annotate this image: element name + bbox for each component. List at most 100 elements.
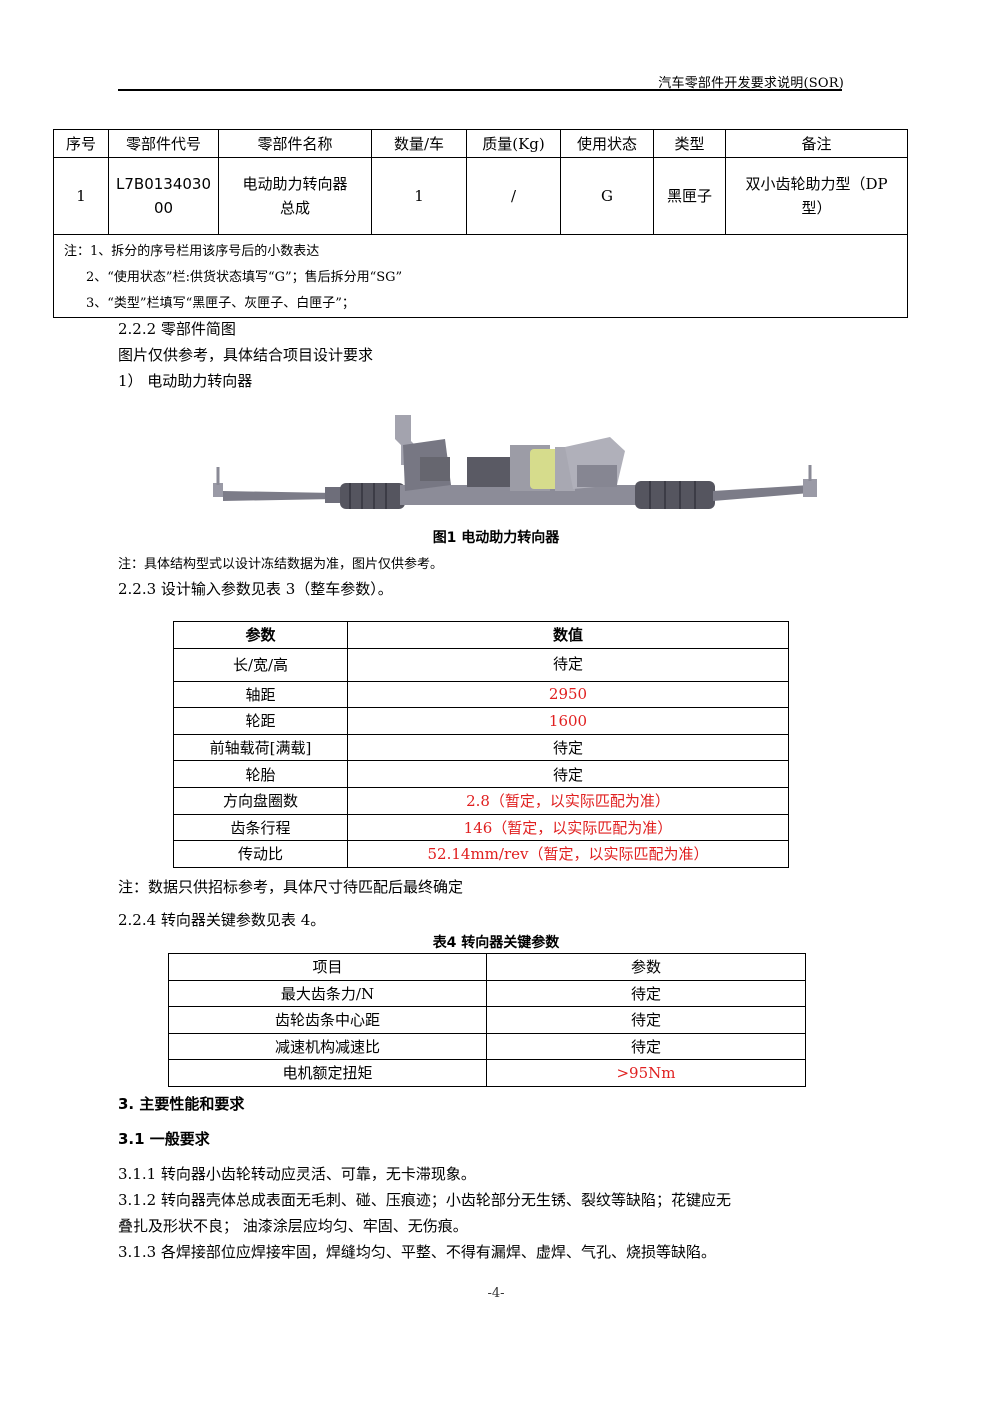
param-cell: 方向盘圈数 [173, 786, 348, 815]
col-header-no: 序号 [53, 129, 109, 158]
pinion-housing [395, 415, 451, 491]
table-row: 减速机构减速比 待定 [168, 1032, 806, 1060]
value-cell: 待定 [486, 1032, 806, 1060]
item-cell: 电机额定扭矩 [168, 1059, 487, 1087]
value-cell: 待定 [486, 1006, 806, 1034]
section-2-2-2-heading: 2.2.2 零部件简图 [118, 320, 236, 338]
parts-table-header-row: 序号 零部件代号 零部件名称 数量/车 质量(Kg) 使用状态 类型 备注 [53, 129, 908, 158]
assist-gearbox [565, 437, 625, 489]
section-3-1-3: 3.1.3 各焊接部位应焊接牢固，焊缝均匀、平整、不得有漏焊、虚焊、气孔、烧损等… [118, 1243, 716, 1261]
header-rule [118, 89, 842, 91]
parts-table-notes: 注：1、拆分的序号栏用该序号后的小数表达 2、“使用状态”栏:供货状态填写“G”… [53, 234, 908, 318]
section-2-2-3-heading: 2.2.3 设计输入参数见表 3（整车参数）。 [118, 580, 393, 598]
section-2-2-4-heading: 2.2.4 转向器关键参数见表 4。 [118, 911, 326, 929]
figure-note: 注：具体结构型式以设计冻结数据为准，图片仅供参考。 [118, 557, 444, 572]
value-cell: 待定 [486, 979, 806, 1007]
table-row: 最大齿条力/N 待定 [168, 979, 806, 1007]
param-cell: 长/宽/高 [173, 647, 348, 682]
section-2-2-2-line1: 图片仅供参考，具体结合项目设计要求 [118, 346, 374, 364]
col-header-name: 零部件名称 [218, 129, 372, 158]
document-header-title: 汽车零部件开发要求说明(SOR) [658, 76, 844, 91]
cell-code: L7B0134030 00 [108, 157, 219, 235]
param-cell: 轮距 [173, 707, 348, 735]
cell-state: G [560, 157, 654, 235]
value-cell: 52.14mm/rev（暂定，以实际匹配为准） [347, 840, 789, 868]
value-cell: >95Nm [486, 1059, 806, 1087]
item-cell: 减速机构减速比 [168, 1032, 487, 1060]
param-cell: 轴距 [173, 680, 348, 709]
motor [467, 445, 575, 491]
cell-remark-line1: 双小齿轮助力型（DP [745, 175, 888, 193]
steering-table-header-row: 项目 参数 [168, 953, 806, 981]
cell-code-line1: L7B0134030 [116, 175, 211, 193]
table-row: 轮距 1600 [173, 707, 789, 735]
parts-table-notes-row: 注：1、拆分的序号栏用该序号后的小数表达 2、“使用状态”栏:供货状态填写“G”… [53, 234, 908, 318]
cell-name-line1: 电动助力转向器 [242, 175, 348, 193]
col-header-code: 零部件代号 [108, 129, 219, 158]
col-header-value: 数值 [347, 621, 789, 649]
steering-gear-figure [213, 415, 817, 509]
table-row: 齿条行程 146（暂定，以实际匹配为准） [173, 813, 789, 842]
vehicle-table-header-row: 参数 数值 [173, 621, 789, 649]
section-3-1-heading: 3.1 一般要求 [118, 1130, 210, 1148]
value-cell: 1600 [347, 707, 789, 735]
col-header-qty: 数量/车 [371, 129, 467, 158]
param-cell: 轮胎 [173, 760, 348, 788]
value-cell: 146（暂定，以实际匹配为准） [347, 813, 789, 842]
parts-table: 序号 零部件代号 零部件名称 数量/车 质量(Kg) 使用状态 类型 备注 1 … [53, 129, 908, 318]
table-row: 1 L7B0134030 00 电动助力转向器 总成 1 / G 黑匣子 双小齿… [53, 157, 908, 235]
section-3-heading: 3. 主要性能和要求 [118, 1095, 245, 1113]
value-cell: 2.8（暂定，以实际匹配为准） [347, 786, 789, 815]
page-number: -4- [487, 1286, 505, 1301]
value-cell: 待定 [347, 647, 789, 682]
table-row: 长/宽/高 待定 [173, 647, 789, 682]
col-header-item: 项目 [168, 953, 487, 981]
left-bellows [340, 483, 405, 509]
figure-caption: 图1 电动助力转向器 [432, 530, 560, 546]
left-tie-rod [213, 467, 343, 503]
cell-mass: / [466, 157, 561, 235]
table-row: 齿轮齿条中心距 待定 [168, 1006, 806, 1034]
value-cell: 待定 [347, 760, 789, 788]
param-cell: 前轴载荷[满载] [173, 733, 348, 762]
table-row: 轮胎 待定 [173, 760, 789, 788]
section-2-2-2-line2: 1） 电动助力转向器 [118, 372, 253, 390]
cell-code-line2: 00 [153, 199, 174, 217]
value-cell: 待定 [347, 733, 789, 762]
col-header-state: 使用状态 [560, 129, 654, 158]
item-cell: 最大齿条力/N [168, 979, 487, 1007]
vehicle-params-table: 参数 数值 长/宽/高 待定 轴距 2950 轮距 1600 前轴载荷[满载] … [173, 621, 789, 868]
col-header-mass: 质量(Kg) [466, 129, 561, 158]
col-header-param: 参数 [486, 953, 806, 981]
param-cell: 传动比 [173, 840, 348, 868]
cell-no: 1 [53, 157, 109, 235]
table-row: 方向盘圈数 2.8（暂定，以实际匹配为准） [173, 786, 789, 815]
col-header-param: 参数 [173, 621, 348, 649]
cell-type: 黑匣子 [653, 157, 726, 235]
cell-remark: 双小齿轮助力型（DP 型） [725, 157, 908, 235]
rack-housing [400, 485, 645, 505]
item-cell: 齿轮齿条中心距 [168, 1006, 487, 1034]
right-tie-rod [713, 465, 817, 501]
col-header-type: 类型 [653, 129, 726, 158]
section-3-1-2-line1: 3.1.2 转向器壳体总成表面无毛刺、碰、压痕迹；小齿轮部分无生锈、裂纹等缺陷；… [118, 1191, 731, 1209]
vehicle-table-note: 注：数据只供招标参考，具体尺寸待匹配后最终确定 [118, 878, 464, 896]
table-row: 传动比 52.14mm/rev（暂定，以实际匹配为准） [173, 840, 789, 868]
param-cell: 齿条行程 [173, 813, 348, 842]
section-3-1-2-line2: 叠扎及形状不良； 油漆涂层应均匀、牢固、无伤痕。 [118, 1217, 468, 1235]
note-3: 3、“类型”栏填写“黑匣子、灰匣子、白匣子”； [86, 296, 355, 311]
cell-remark-line2: 型） [801, 199, 832, 217]
col-header-remark: 备注 [725, 129, 908, 158]
table-row: 轴距 2950 [173, 680, 789, 709]
table-row: 电机额定扭矩 >95Nm [168, 1059, 806, 1087]
right-bellows [635, 481, 715, 509]
cell-qty: 1 [371, 157, 467, 235]
value-cell: 2950 [347, 680, 789, 709]
steering-table-title: 表4 转向器关键参数 [432, 935, 560, 951]
table-row: 前轴载荷[满载] 待定 [173, 733, 789, 762]
note-2: 2、“使用状态”栏:供货状态填写“G”；售后拆分用“SG” [86, 270, 403, 285]
section-3-1-1: 3.1.1 转向器小齿轮转动应灵活、可靠，无卡滞现象。 [118, 1165, 476, 1183]
note-1: 注：1、拆分的序号栏用该序号后的小数表达 [64, 244, 320, 259]
steering-params-table: 项目 参数 最大齿条力/N 待定 齿轮齿条中心距 待定 减速机构减速比 待定 电… [168, 953, 806, 1087]
cell-name: 电动助力转向器 总成 [218, 157, 372, 235]
